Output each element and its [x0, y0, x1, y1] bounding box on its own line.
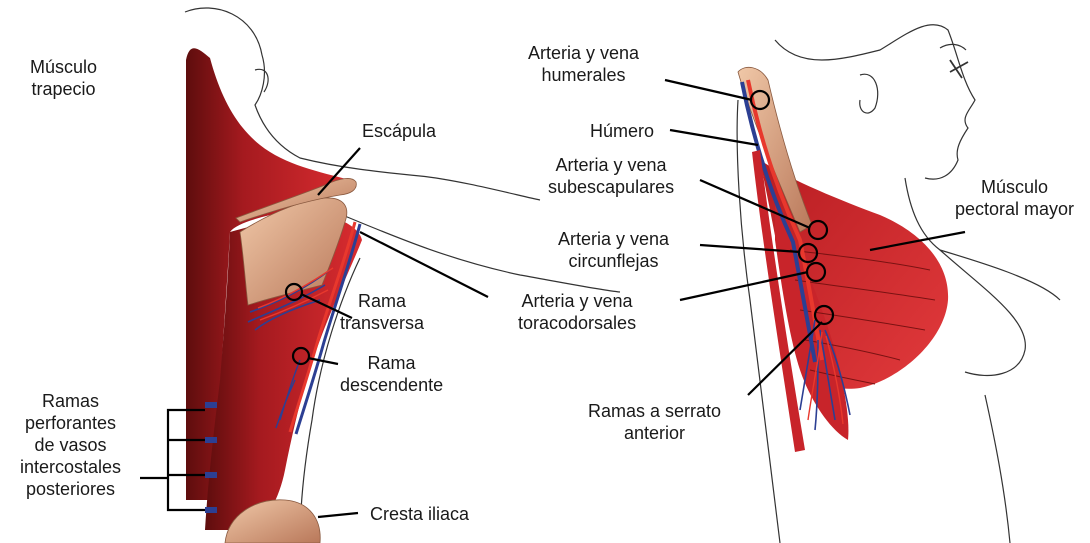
label-arteria-vena-toracodorsales: Arteria y vena toracodorsales: [518, 290, 636, 334]
breast-outline: [940, 250, 1025, 376]
ear-outline: [255, 69, 268, 92]
label-humero: Húmero: [590, 120, 654, 142]
face-outline: [775, 25, 975, 179]
label-arteria-vena-circunflejas: Arteria y vena circunflejas: [558, 228, 669, 272]
label-arteria-vena-subescapulares: Arteria y vena subescapulares: [548, 154, 674, 198]
label-arteria-vena-humerales: Arteria y vena humerales: [528, 42, 639, 86]
ear-outline-right: [860, 74, 878, 113]
label-rama-descendente: Rama descendente: [340, 352, 443, 396]
label-musculo-trapecio: Músculo trapecio: [30, 56, 97, 100]
label-rama-transversa: Rama transversa: [340, 290, 424, 334]
label-ramas-serrato-anterior: Ramas a serrato anterior: [588, 400, 721, 444]
side-outline: [985, 395, 1010, 543]
side-view-figure: [665, 25, 1060, 543]
label-musculo-pectoral-mayor: Músculo pectoral mayor: [955, 176, 1074, 220]
back-view-figure: [140, 8, 620, 543]
label-ramas-perforantes: Ramas perforantes de vasos intercostales…: [20, 390, 121, 500]
label-cresta-iliaca: Cresta iliaca: [370, 503, 469, 525]
label-escapula: Escápula: [362, 120, 436, 142]
